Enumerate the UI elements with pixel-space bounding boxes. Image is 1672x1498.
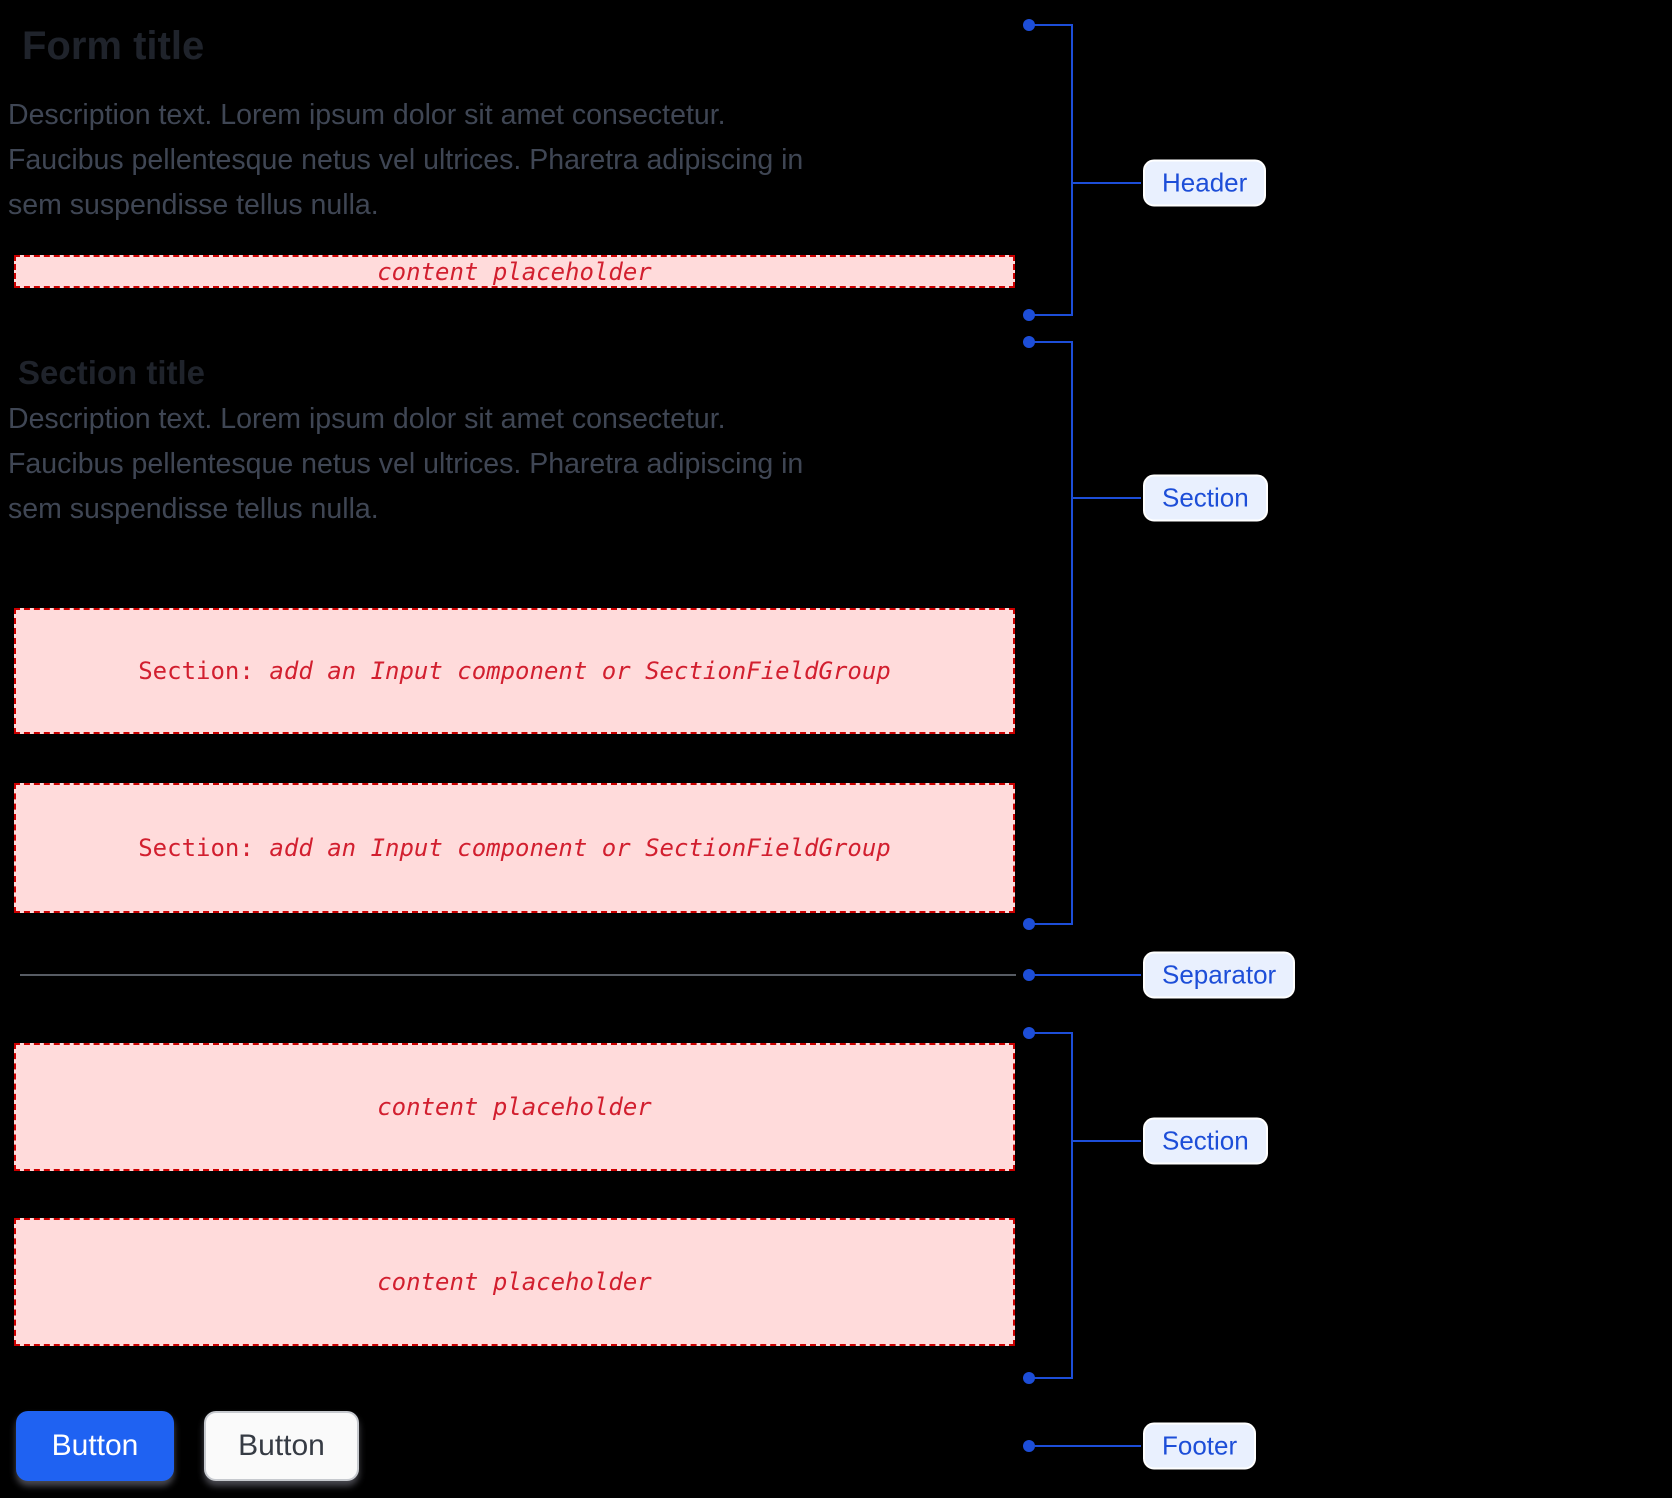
header-content-placeholder: content placeholder — [14, 255, 1015, 288]
footer-annotation-label: Footer — [1143, 1422, 1257, 1470]
bracket-dot — [1023, 309, 1035, 321]
separator-annotation-label: Separator — [1143, 951, 1296, 999]
placeholder-text: add an Input component or SectionFieldGr… — [269, 834, 891, 862]
section-input-placeholder-1: Section: add an Input component or Secti… — [14, 608, 1015, 734]
bracket-line — [1033, 923, 1073, 925]
form-description-line: Faucibus pellentesque netus vel ultrices… — [8, 144, 804, 176]
label-connector-line — [1073, 1140, 1141, 1142]
section-annotation-label: Section — [1143, 474, 1268, 522]
placeholder-text: add an Input component or SectionFieldGr… — [269, 657, 891, 685]
bracket-line — [1033, 314, 1073, 316]
bracket-line — [1033, 1032, 1073, 1034]
header-bracket — [1071, 25, 1073, 315]
section-description-line: Description text. Lorem ipsum dolor sit … — [8, 403, 726, 435]
form-description: Description text. Lorem ipsum dolor sit … — [8, 93, 803, 228]
header-annotation-label: Header — [1143, 159, 1267, 207]
placeholder-text: content placeholder — [377, 257, 652, 286]
primary-button[interactable]: Button — [16, 1411, 174, 1481]
label-connector-line — [1073, 182, 1141, 184]
section-bracket — [1071, 342, 1073, 924]
bracket-dot — [1023, 336, 1035, 348]
form-title: Form title — [22, 24, 205, 68]
placeholder-prefix: Section: — [138, 834, 254, 862]
bracket-line — [1033, 341, 1073, 343]
bracket-dot — [1023, 1027, 1035, 1039]
form-description-line: sem suspendisse tellus nulla. — [8, 189, 379, 221]
bracket-dot — [1023, 19, 1035, 31]
footer-button-row: Button Button — [16, 1411, 359, 1481]
separator-dot — [1023, 969, 1035, 981]
section-description: Description text. Lorem ipsum dolor sit … — [8, 397, 803, 532]
bracket-dot — [1023, 918, 1035, 930]
section-title: Section title — [18, 354, 206, 391]
placeholder-prefix: Section: — [138, 657, 254, 685]
separator-line — [20, 974, 1016, 976]
section-description-line: sem suspendisse tellus nulla. — [8, 493, 379, 525]
placeholder-text: content placeholder — [377, 1268, 652, 1296]
bracket-line — [1033, 24, 1073, 26]
lower-section-bracket — [1071, 1033, 1073, 1378]
lower-content-placeholder-1: content placeholder — [14, 1043, 1015, 1171]
placeholder-text: content placeholder — [377, 1093, 652, 1121]
bracket-line — [1033, 1377, 1073, 1379]
lower-content-placeholder-2: content placeholder — [14, 1218, 1015, 1346]
section-description-line: Faucibus pellentesque netus vel ultrices… — [8, 448, 804, 480]
secondary-button[interactable]: Button — [204, 1411, 359, 1481]
form-description-line: Description text. Lorem ipsum dolor sit … — [8, 99, 726, 131]
label-connector-line — [1035, 974, 1141, 976]
lower-section-annotation-label: Section — [1143, 1117, 1268, 1165]
label-connector-line — [1073, 497, 1141, 499]
label-connector-line — [1035, 1445, 1141, 1447]
footer-dot — [1023, 1440, 1035, 1452]
section-input-placeholder-2: Section: add an Input component or Secti… — [14, 783, 1015, 913]
bracket-dot — [1023, 1372, 1035, 1384]
